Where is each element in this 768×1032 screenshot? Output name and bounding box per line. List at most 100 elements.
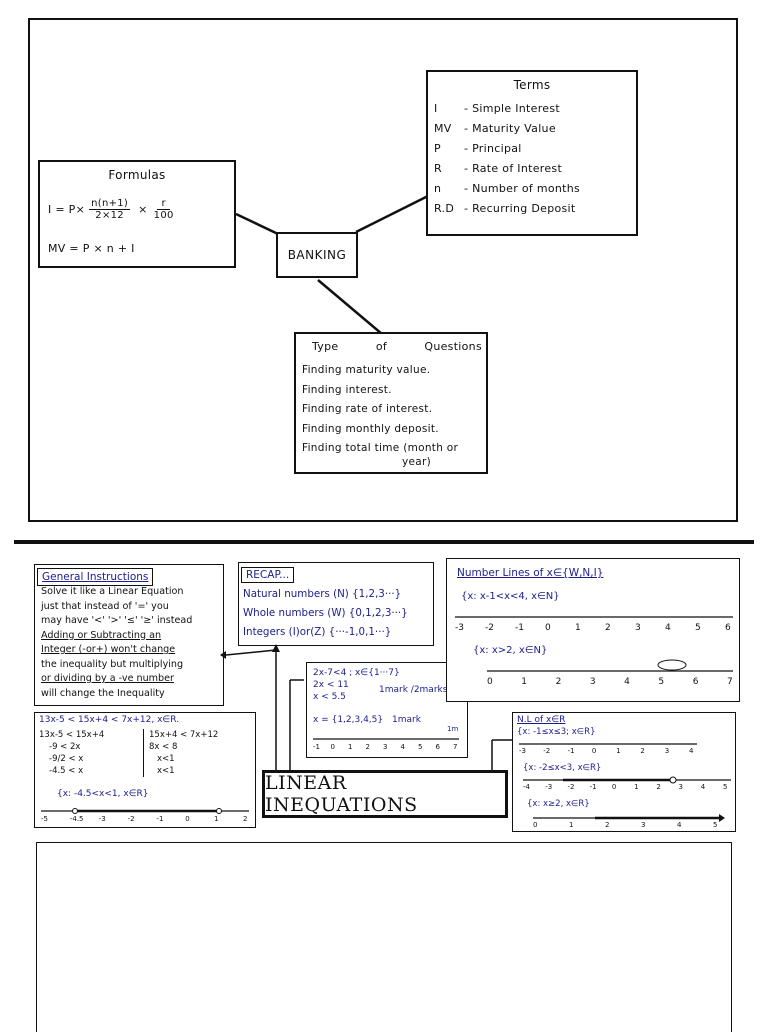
tick-label: 0 bbox=[533, 821, 538, 829]
fraction-months-num: n(n+1) bbox=[89, 198, 131, 210]
instruction-line: just that instead of '=' you bbox=[41, 600, 169, 612]
solve-left-line: 13x-5 < 15x+4 bbox=[39, 730, 105, 740]
instruction-line: Integer (-or+) won't change bbox=[41, 644, 176, 655]
terms-box: Terms I- Simple Interest MV- Maturity Va… bbox=[426, 70, 638, 236]
solve-number-line bbox=[41, 808, 249, 814]
tick-label: 4 bbox=[665, 623, 671, 633]
tick-label: 1 bbox=[569, 821, 574, 829]
interest-lhs: I = P× bbox=[48, 203, 86, 216]
question-types-list: Finding maturity value. Finding interest… bbox=[302, 364, 458, 470]
fraction-rate: r 100 bbox=[154, 198, 174, 221]
tick-label: 4 bbox=[689, 747, 694, 755]
example-number-line bbox=[313, 738, 459, 740]
recap-line: Natural numbers (N) {1,2,3···} bbox=[243, 588, 402, 600]
instruction-line: Solve it like a Linear Equation bbox=[41, 586, 184, 597]
general-instructions-box: General Instructions Solve it like a Lin… bbox=[34, 564, 224, 706]
term-def: - Simple Interest bbox=[464, 102, 561, 115]
term-def: - Maturity Value bbox=[464, 122, 556, 135]
tick-label: 5 bbox=[695, 623, 701, 633]
fraction-rate-den: 100 bbox=[153, 210, 174, 221]
title-type: Type bbox=[312, 340, 339, 353]
solve-right-line: x<1 bbox=[157, 754, 175, 764]
number-line-set-2: {x: x>2, x∈N} bbox=[473, 645, 548, 656]
term-row: n- Number of months bbox=[434, 182, 580, 202]
solve-left: 13x-5 < 15x+4 -9 < 2x -9/2 < x -4.5 < x bbox=[39, 729, 104, 777]
term-def: - Number of months bbox=[464, 182, 581, 195]
tick-label: 2 bbox=[555, 677, 562, 687]
times-sign: × bbox=[138, 203, 148, 216]
formulas-box: Formulas I = P× n(n+1) 2×12 × r 100 MV =… bbox=[38, 160, 236, 268]
instruction-line: Adding or Subtracting an bbox=[41, 629, 162, 641]
nl-real-set-1: {x: -1≤x≤3; x∈R} bbox=[517, 727, 596, 737]
question-row: Finding monthly deposit. bbox=[302, 422, 439, 435]
solve-set: {x: -4.5<x<1, x∈R} bbox=[57, 789, 149, 799]
tick-label: 5 bbox=[723, 783, 728, 791]
tick-label: 2 bbox=[640, 747, 645, 755]
banking-center-node: BANKING bbox=[276, 232, 358, 278]
tick-label: 6 bbox=[692, 677, 699, 687]
term-row: R- Rate of Interest bbox=[434, 162, 580, 182]
tick-label: -2 bbox=[127, 815, 135, 823]
tick-label: 7 bbox=[453, 743, 458, 751]
tick-label: 2 bbox=[243, 815, 248, 823]
terms-title: Terms bbox=[513, 78, 551, 92]
term-def: - Recurring Deposit bbox=[464, 202, 576, 215]
nl-real-line-2 bbox=[523, 776, 731, 784]
question-row: Finding interest. bbox=[302, 383, 392, 396]
question-row: Finding total time (month or bbox=[302, 442, 459, 454]
nl-real-line-3 bbox=[533, 814, 725, 822]
solve-right-line: 15x+4 < 7x+12 bbox=[149, 730, 219, 740]
number-line-set-1: {x: x-1<x<4, x∈N} bbox=[461, 591, 560, 602]
maturity-formula: MV = P × n + I bbox=[48, 242, 135, 255]
tick-label: 0 bbox=[487, 677, 493, 687]
tick-label: 1 bbox=[348, 743, 353, 751]
fraction-months-den: 2×12 bbox=[95, 210, 124, 221]
fraction-rate-num: r bbox=[157, 198, 170, 210]
general-instructions-text: Solve it like a Linear Equation just tha… bbox=[41, 585, 192, 701]
tick-label: 7 bbox=[727, 677, 733, 687]
example-box: 2x-7<4 ; x∈{1···7} 2x < 11 x < 5.5 1mark… bbox=[306, 662, 468, 758]
solve-divider bbox=[143, 729, 144, 777]
number-lines-box: Number Lines of x∈{W,N,I} {x: x-1<x<4, x… bbox=[446, 558, 740, 702]
page-divider bbox=[14, 540, 754, 544]
solve-header: 13x-5 < 15x+4 < 7x+12, x∈R. bbox=[39, 715, 180, 725]
tick-label: -1 bbox=[156, 815, 164, 823]
inequation-connectors bbox=[220, 644, 512, 770]
page-title: LINEAR INEQUATIONS bbox=[265, 772, 418, 816]
tick-label: -3 bbox=[519, 747, 526, 755]
solve-box: 13x-5 < 15x+4 < 7x+12, x∈R. 13x-5 < 15x+… bbox=[34, 712, 256, 828]
tick-label: 1 bbox=[521, 677, 528, 687]
term-row: I - Simple Interest bbox=[434, 102, 580, 122]
instruction-line: may have '<' '>' '≤' '≥' instead bbox=[41, 615, 193, 626]
tick-label: 3 bbox=[664, 747, 670, 755]
term-abbr: I bbox=[434, 102, 438, 115]
number-line-1 bbox=[455, 616, 733, 618]
tick-label: 0 bbox=[330, 743, 335, 751]
title-of: of bbox=[375, 340, 388, 353]
tick-label: 2 bbox=[605, 623, 611, 633]
tick-label: 0 bbox=[545, 623, 551, 633]
solve-left-line: -9 < 2x bbox=[49, 742, 81, 752]
instruction-line: the inequality but multiplying bbox=[41, 658, 184, 670]
tick-label: 2 bbox=[605, 821, 610, 829]
tick-label: -1 bbox=[589, 783, 597, 791]
nl-real-title: N.L of x∈R bbox=[517, 715, 566, 725]
tick-label: 5 bbox=[418, 743, 423, 751]
tick-label: 2 bbox=[365, 743, 370, 751]
tick-label: 1 bbox=[616, 747, 621, 755]
tick-label: -3 bbox=[545, 783, 553, 791]
example-solution-set: x = {1,2,3,4,5} bbox=[313, 715, 384, 725]
formulas-title: Formulas bbox=[108, 168, 166, 182]
example-marks: 1mark /2marks bbox=[379, 685, 448, 695]
solve-left-line: -4.5 < x bbox=[49, 766, 84, 776]
tick-label: -5 bbox=[41, 815, 48, 823]
question-row: year) bbox=[402, 456, 432, 468]
tick-label: 5 bbox=[658, 677, 665, 687]
recap-list: Natural numbers (N) {1,2,3···} Whole num… bbox=[243, 585, 408, 642]
